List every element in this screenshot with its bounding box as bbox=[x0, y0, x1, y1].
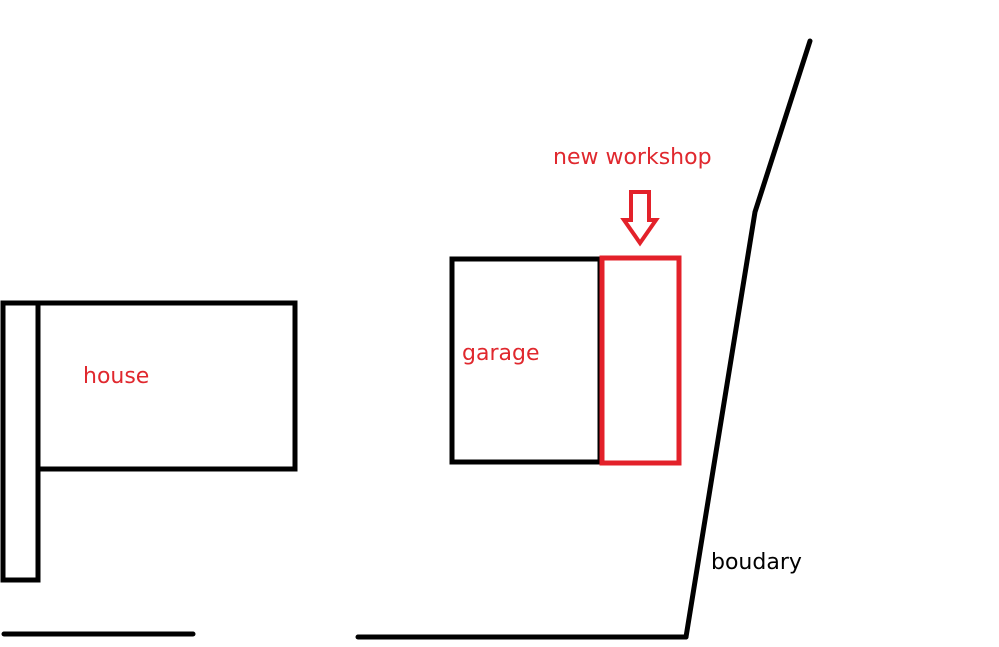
boundary-label: boudary bbox=[711, 550, 802, 575]
new-workshop-label: new workshop bbox=[553, 145, 712, 170]
house-outline bbox=[35, 300, 298, 472]
garage-label: garage bbox=[462, 341, 540, 366]
house-label: house bbox=[83, 364, 150, 389]
new-workshop-outline bbox=[599, 255, 682, 466]
boundary-line bbox=[683, 38, 813, 640]
down-arrow-icon bbox=[620, 190, 660, 247]
house-side-strip bbox=[0, 300, 41, 583]
